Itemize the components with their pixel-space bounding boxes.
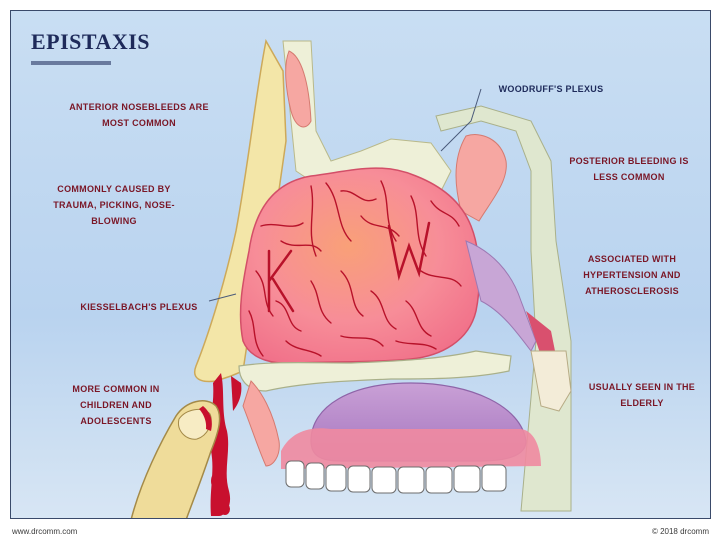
footer-copyright: © 2018 drcomm [652, 527, 709, 536]
diagram-title: EPISTAXIS [31, 29, 150, 55]
label-woodruff: Woodruff's plexus [491, 81, 611, 97]
label-posterior: Posterior bleeding is less common [559, 153, 699, 185]
diagram-frame: EPISTAXIS Anterior nosebleeds are most c… [10, 10, 711, 519]
label-associated: Associated with hypertension and atheros… [567, 251, 697, 299]
label-kiesselbach: Kiesselbach's plexus [79, 299, 199, 315]
footer-website: www.drcomm.com [12, 527, 77, 536]
label-caused-by: Commonly caused by trauma, picking, nose… [49, 181, 179, 229]
label-children: More common in children and adolescents [51, 381, 181, 429]
label-anterior-common: Anterior nosebleeds are most common [69, 99, 209, 131]
title-underline [31, 61, 111, 65]
label-elderly: Usually seen in the elderly [587, 379, 697, 411]
